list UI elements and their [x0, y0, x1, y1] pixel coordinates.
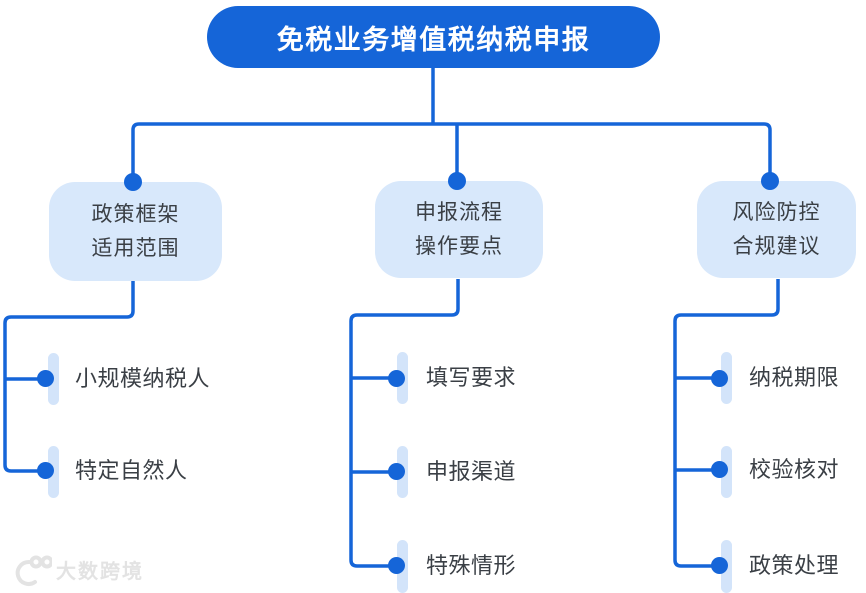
watermark: 大数跨境: [12, 553, 144, 587]
branch-label-line: 合规建议: [732, 234, 821, 258]
leaf-node-specific-natural-person[interactable]: 特定自然人: [75, 458, 188, 483]
connector-branch2-subtree: [349, 279, 460, 568]
leaf-node-policy-handling[interactable]: 政策处理: [749, 553, 840, 578]
branch-node-risk-control[interactable]: 风险防控 合规建议: [697, 181, 856, 278]
branch-label-line: 操作要点: [415, 234, 503, 258]
connector-branch3-subtree: [673, 279, 780, 568]
branch-node-policy-framework[interactable]: 政策框架 适用范围: [49, 182, 222, 281]
watermark-text: 大数跨境: [56, 561, 144, 583]
branch-label-line: 风险防控: [732, 200, 821, 224]
leaf-node-filling-requirements[interactable]: 填写要求: [426, 365, 517, 390]
branch-anchor-dot: [448, 172, 466, 190]
leaf-dot: [711, 370, 728, 387]
leaf-node-filing-channels[interactable]: 申报渠道: [426, 459, 517, 484]
leaf-node-special-situations[interactable]: 特殊情形: [426, 553, 517, 578]
branch-label-line: 申报流程: [415, 200, 503, 224]
branch-label-line: 适用范围: [91, 236, 180, 260]
branch-label-line: 政策框架: [91, 202, 180, 226]
branch-anchor-dot: [761, 172, 779, 190]
leaf-dot: [37, 462, 54, 479]
connector-top-rail: [131, 122, 772, 177]
leaf-dot: [388, 557, 405, 574]
branch-node-filing-process[interactable]: 申报流程 操作要点: [375, 181, 543, 278]
watermark-100-logo-icon: [15, 555, 52, 586]
leaf-dot: [711, 461, 728, 478]
root-node[interactable]: 免税业务增值税纳税申报: [207, 6, 660, 68]
leaf-node-verification-check[interactable]: 校验核对: [749, 457, 840, 482]
leaf-node-tax-deadline[interactable]: 纳税期限: [749, 365, 840, 390]
leaf-dot: [388, 370, 405, 387]
leaf-dot: [37, 370, 54, 387]
leaf-dot: [388, 463, 405, 480]
leaf-node-small-scale-taxpayer[interactable]: 小规模纳税人: [75, 366, 211, 391]
branch-anchor-dot: [124, 173, 142, 191]
leaf-dot: [711, 557, 728, 574]
root-node-label: 免税业务增值税纳税申报: [276, 24, 591, 55]
